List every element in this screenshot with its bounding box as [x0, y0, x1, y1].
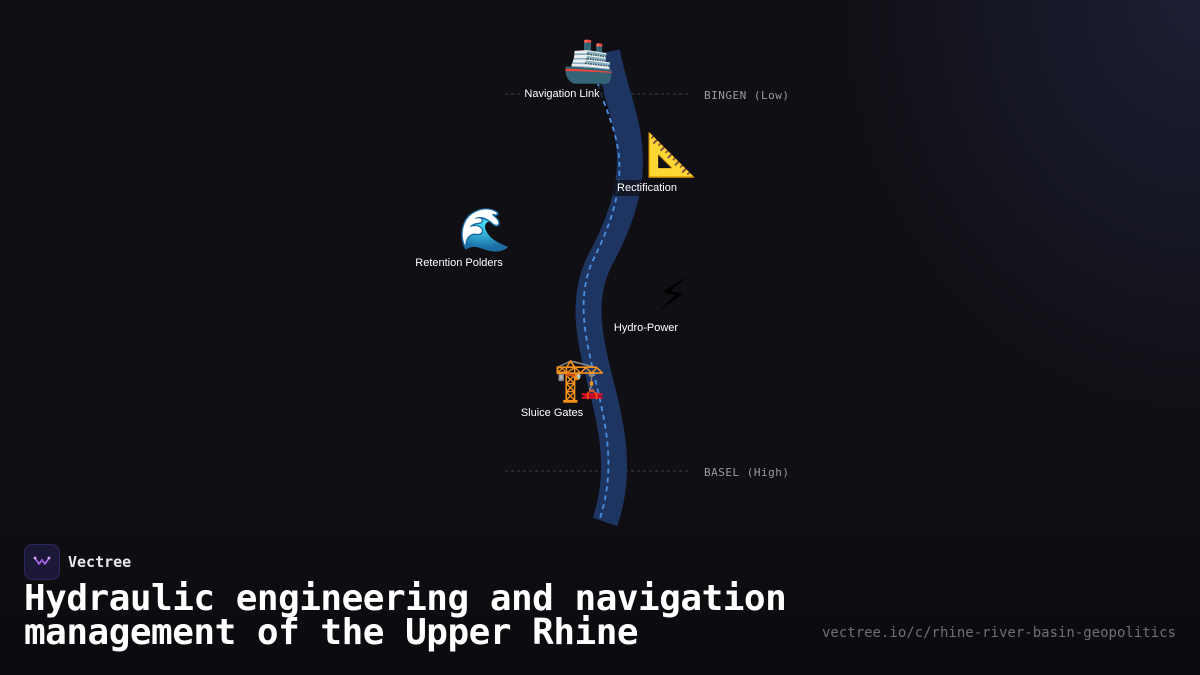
marker-basel: BASEL (High) [704, 466, 790, 479]
vectree-logo-icon [24, 544, 60, 580]
brand-name: Vectree [68, 553, 132, 571]
node-label: Sluice Gates [516, 405, 588, 421]
node-navigation-link[interactable]: 🚢 Navigation Link [520, 36, 656, 102]
page-title: Hydraulic engineering and navigation man… [24, 578, 787, 653]
rhine-diagram: BINGEN (Low) BASEL (High) 🚢 Navigation L… [410, 36, 790, 527]
source-url[interactable]: vectree.io/c/rhine-river-basin-geopoliti… [821, 625, 1176, 641]
lightning-icon: ⚡ [658, 270, 688, 319]
node-retention-polders[interactable]: 🌊 Retention Polders [410, 207, 560, 271]
node-label: Retention Polders [411, 255, 507, 271]
construction-crane-icon: 🏗️ [553, 355, 607, 404]
brand[interactable]: Vectree [24, 544, 131, 580]
river-centerline [582, 83, 621, 519]
ship-icon: 🚢 [562, 36, 616, 85]
node-hydro-power[interactable]: ⚡ Hydro-Power [609, 270, 736, 336]
node-label: Rectification [613, 180, 681, 196]
node-label: Hydro-Power [609, 320, 683, 336]
node-label: Navigation Link [520, 86, 604, 102]
node-sluice-gates[interactable]: 🏗️ Sluice Gates [516, 355, 642, 421]
triangular-ruler-icon: 📐 [645, 130, 699, 179]
water-wave-icon: 🌊 [458, 205, 512, 254]
marker-bingen: BINGEN (Low) [704, 89, 790, 102]
node-rectification[interactable]: 📐 Rectification [608, 132, 728, 196]
river-channel [575, 49, 643, 527]
